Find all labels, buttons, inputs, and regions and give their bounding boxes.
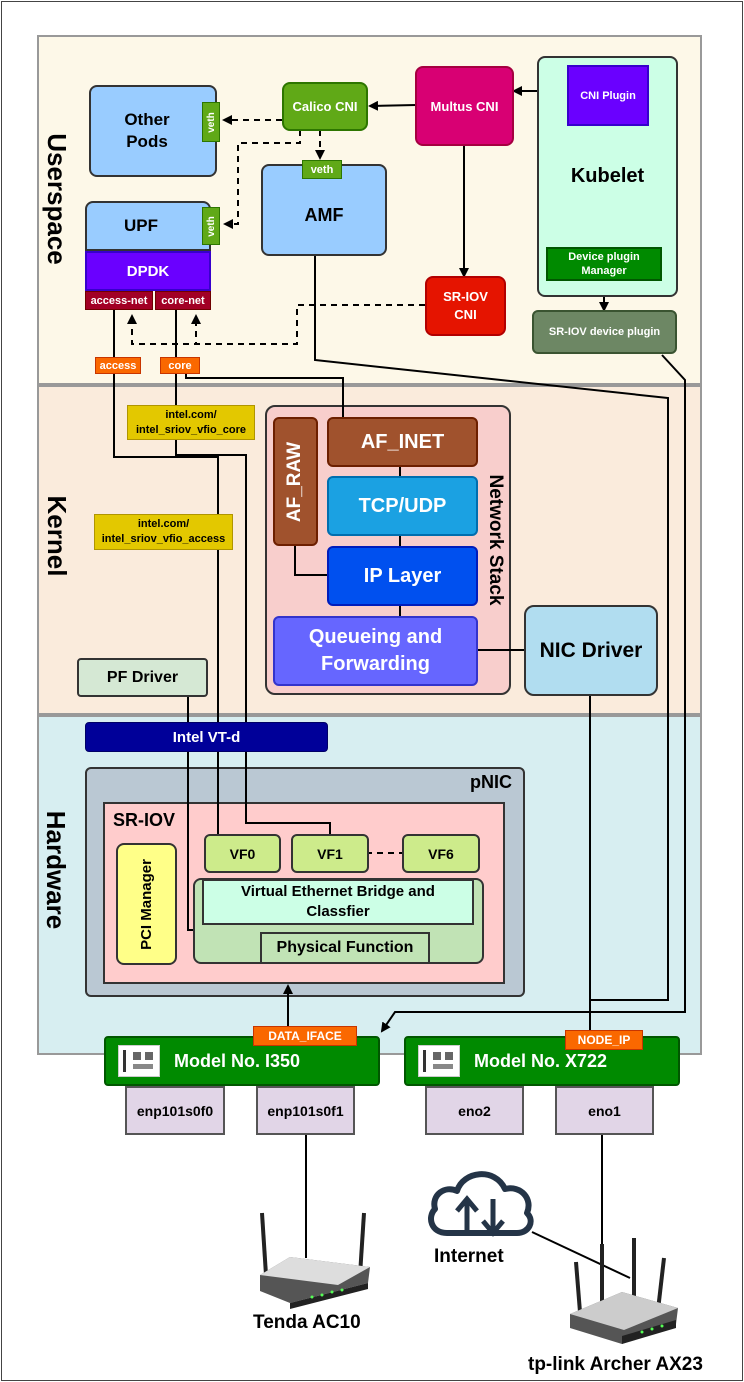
af-raw-box: AF_RAW bbox=[273, 417, 318, 546]
kernel-label: Kernel bbox=[42, 495, 73, 577]
core-tag: core bbox=[160, 357, 200, 374]
af-inet-box: AF_INET bbox=[327, 417, 478, 467]
access-net-box: access-net bbox=[85, 291, 153, 310]
port-enp101s0f0: enp101s0f0 bbox=[125, 1086, 225, 1135]
port-eno1: eno1 bbox=[555, 1086, 654, 1135]
sriov-label: SR-IOV bbox=[113, 810, 176, 830]
tplink-label: tp-link Archer AX23 bbox=[528, 1354, 703, 1375]
data-iface-tag: DATA_IFACE bbox=[253, 1026, 357, 1046]
cni-plugin-box: CNI Plugin bbox=[567, 65, 649, 126]
core-net-box: core-net bbox=[155, 291, 211, 310]
nic-card-icon bbox=[418, 1045, 460, 1077]
upf-box: UPF bbox=[85, 201, 211, 251]
router-icon-tplink bbox=[570, 1238, 678, 1344]
nic-card-icon bbox=[118, 1045, 160, 1077]
sriov-cni-box: SR-IOV CNI bbox=[425, 276, 506, 336]
other-pods-box: Other Pods bbox=[89, 85, 217, 177]
network-stack-label: Network Stack bbox=[485, 474, 506, 606]
vf0-box: VF0 bbox=[204, 834, 281, 873]
amf-label: AMF bbox=[304, 204, 344, 225]
tenda-label: Tenda AC10 bbox=[253, 1312, 361, 1333]
node-ip-tag: NODE_IP bbox=[565, 1030, 643, 1050]
other-pods-label: Other Pods bbox=[124, 110, 170, 151]
access-tag: access bbox=[95, 357, 141, 374]
upf-label: UPF bbox=[124, 216, 158, 235]
intel-vtd-box: Intel VT-d bbox=[85, 722, 328, 752]
pnic-label: pNIC bbox=[470, 772, 512, 792]
hardware-label: Hardware bbox=[41, 810, 72, 930]
amf-box: AMF bbox=[261, 164, 387, 256]
kubelet-label: Kubelet bbox=[570, 165, 645, 187]
other-pods-veth: veth bbox=[202, 102, 220, 142]
sriov-device-plugin-box: SR-IOV device plugin bbox=[532, 310, 677, 354]
device-plugin-manager-box: Device plugin Manager bbox=[546, 247, 662, 281]
pci-manager-box: PCI Manager bbox=[116, 843, 177, 965]
internet-label: Internet bbox=[434, 1246, 504, 1267]
multus-cni-box: Multus CNI bbox=[415, 66, 514, 146]
veb-box: Virtual Ethernet Bridge and Classfier bbox=[202, 879, 474, 925]
cloud-icon bbox=[428, 1171, 534, 1237]
nic-driver-box: NIC Driver bbox=[524, 605, 658, 696]
userspace-label: Userspace bbox=[42, 133, 73, 265]
pf-driver-box: PF Driver bbox=[77, 658, 208, 697]
vf6-box: VF6 bbox=[402, 834, 480, 873]
upf-veth: veth bbox=[202, 207, 220, 245]
resource-access-box: intel.com/ intel_sriov_vfio_access bbox=[94, 514, 233, 550]
dpdk-box: DPDK bbox=[85, 251, 211, 291]
vf1-box: VF1 bbox=[291, 834, 369, 873]
port-eno2: eno2 bbox=[425, 1086, 524, 1135]
router-icon-tenda bbox=[260, 1212, 370, 1309]
tcp-udp-box: TCP/UDP bbox=[327, 476, 478, 536]
calico-cni-box: Calico CNI bbox=[282, 82, 368, 131]
resource-core-box: intel.com/ intel_sriov_vfio_core bbox=[127, 405, 255, 440]
amf-veth: veth bbox=[302, 160, 342, 179]
physical-function-box: Physical Function bbox=[260, 932, 430, 964]
port-enp101s0f1: enp101s0f1 bbox=[256, 1086, 355, 1135]
queueing-box: Queueing and Forwarding bbox=[273, 616, 478, 686]
ip-layer-box: IP Layer bbox=[327, 546, 478, 606]
